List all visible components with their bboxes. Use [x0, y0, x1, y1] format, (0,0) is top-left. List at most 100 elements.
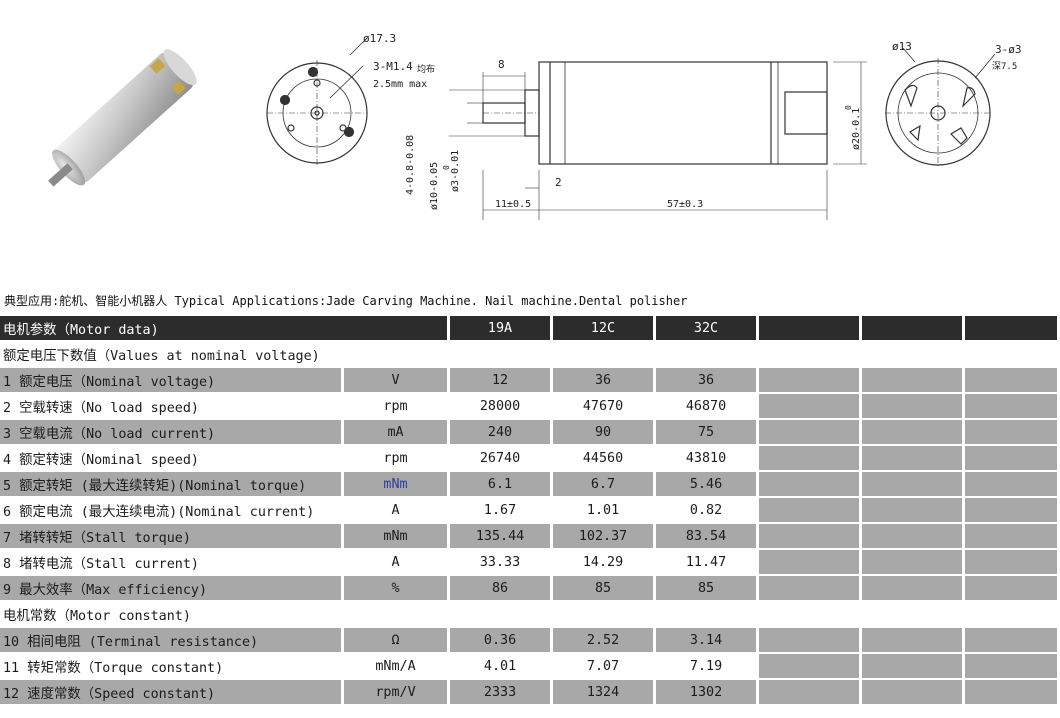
- param-unit: mA: [344, 420, 451, 446]
- section-title: 额定电压下数值（Values at nominal voltage): [0, 342, 1060, 368]
- rear-depth-label: 深7.5: [992, 61, 1017, 72]
- param-value: 4.01: [450, 654, 554, 680]
- shaft-length-label: 11±0.5: [495, 199, 531, 210]
- dimension-drawing: ø17.3 3-M1.4 均布 2.5mm max 4-0.8-0.08: [266, 32, 1022, 220]
- param-value: 2333: [450, 680, 554, 706]
- motor-photo: [48, 49, 197, 187]
- section-nominal-voltage: 额定电压下数值（Values at nominal voltage): [0, 342, 1060, 368]
- empty-cell: [965, 498, 1060, 524]
- param-value: 43810: [656, 446, 760, 472]
- param-label: 9 最大效率（Max efficiency): [0, 576, 344, 602]
- param-label: 6 额定电流 (最大连续电流)(Nominal current): [0, 498, 344, 524]
- empty-cell: [965, 316, 1060, 342]
- side-view: [449, 61, 867, 220]
- shaft-length-8: 8: [498, 58, 505, 71]
- empty-cell: [759, 498, 863, 524]
- table-header-label: 电机参数（Motor data): [0, 316, 451, 342]
- section-title: 电机常数（Motor constant): [0, 602, 1060, 628]
- offset-2: 2: [555, 176, 562, 189]
- section-motor-constant: 电机常数（Motor constant): [0, 602, 1060, 628]
- param-label: 7 堵转转矩（Stall torque): [0, 524, 344, 550]
- typical-applications: 典型应用:舵机、智能小机器人 Typical Applications:Jade…: [4, 294, 688, 308]
- empty-cell: [965, 576, 1060, 602]
- param-value: 75: [656, 420, 760, 446]
- param-value: 1.01: [553, 498, 657, 524]
- param-label: 2 空载转速（No load speed): [0, 394, 344, 420]
- param-value: 85: [656, 576, 760, 602]
- param-unit: A: [344, 550, 451, 576]
- param-value: 1.67: [450, 498, 554, 524]
- param-value: 36: [553, 368, 657, 394]
- param-value: 3.14: [656, 628, 760, 654]
- param-value: 83.54: [656, 524, 760, 550]
- empty-cell: [862, 524, 966, 550]
- param-value: 1324: [553, 680, 657, 706]
- param-label: 5 额定转矩 (最大连续转矩)(Nominal torque): [0, 472, 344, 498]
- param-unit: mNm: [344, 524, 451, 550]
- empty-cell: [759, 472, 863, 498]
- param-value: 26740: [450, 446, 554, 472]
- param-value: 5.46: [656, 472, 760, 498]
- param-label: 4 额定转速（Nominal speed): [0, 446, 344, 472]
- empty-cell: [965, 654, 1060, 680]
- param-value: 7.07: [553, 654, 657, 680]
- empty-cell: [862, 654, 966, 680]
- param-value: 14.29: [553, 550, 657, 576]
- empty-cell: [759, 446, 863, 472]
- empty-cell: [759, 628, 863, 654]
- empty-cell: [862, 420, 966, 446]
- flange-diameter-label: ø17.3: [363, 32, 396, 45]
- param-value: 135.44: [450, 524, 554, 550]
- empty-cell: [862, 394, 966, 420]
- shaft-tolerance: 0: [442, 165, 451, 170]
- param-value: 6.7: [553, 472, 657, 498]
- param-unit: Ω: [344, 628, 451, 654]
- param-unit: A: [344, 498, 451, 524]
- empty-cell: [862, 316, 966, 342]
- body-diameter: ø20-0.1: [851, 108, 862, 150]
- front-view: [266, 37, 368, 166]
- empty-cell: [759, 316, 863, 342]
- param-value: 6.1: [450, 472, 554, 498]
- param-label: 1 额定电压（Nominal voltage): [0, 368, 344, 394]
- param-value: 90: [553, 420, 657, 446]
- empty-cell: [965, 628, 1060, 654]
- empty-cell: [965, 446, 1060, 472]
- empty-cell: [759, 394, 863, 420]
- param-value: 1302: [656, 680, 760, 706]
- param-value: 240: [450, 420, 554, 446]
- empty-cell: [862, 368, 966, 394]
- param-label: 8 堵转电流（Stall current): [0, 550, 344, 576]
- body-tolerance: 0: [844, 105, 853, 110]
- param-label: 3 空载电流（No load current): [0, 420, 344, 446]
- param-unit: rpm: [344, 446, 451, 472]
- empty-cell: [862, 498, 966, 524]
- param-value: 2.52: [553, 628, 657, 654]
- empty-cell: [965, 420, 1060, 446]
- empty-cell: [965, 368, 1060, 394]
- param-value: 12: [450, 368, 554, 394]
- param-unit: mNm: [344, 472, 451, 498]
- model-header: 19A: [450, 316, 554, 342]
- empty-cell: [965, 524, 1060, 550]
- rear-view: [885, 47, 996, 168]
- model-header: 12C: [553, 316, 657, 342]
- model-header: 32C: [656, 316, 760, 342]
- shaft-diameter: ø3-0.01: [450, 150, 461, 192]
- empty-cell: [862, 472, 966, 498]
- empty-cell: [759, 680, 863, 706]
- empty-cell: [759, 420, 863, 446]
- hole-dimension: 4-0.8-0.08: [405, 135, 416, 195]
- empty-cell: [759, 368, 863, 394]
- param-unit: rpm: [344, 394, 451, 420]
- body-length-label: 57±0.3: [667, 199, 703, 210]
